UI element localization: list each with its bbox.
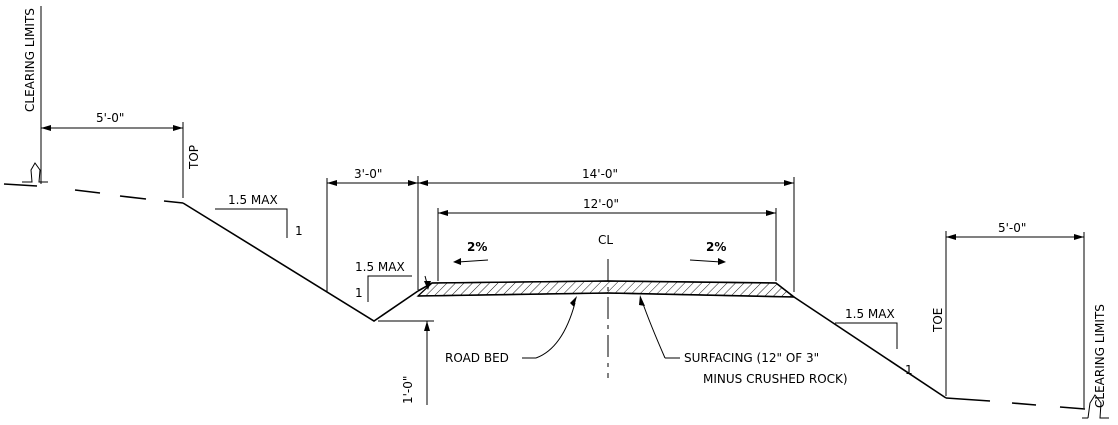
road-bed-callout: ROAD BED (445, 296, 577, 365)
original-ground-left (3, 183, 184, 204)
top-of-cut-label: TOP (187, 145, 201, 170)
surfacing-width-dimension: 12'-0" (437, 197, 777, 281)
svg-text:MINUS CRUSHED ROCK): MINUS CRUSHED ROCK) (703, 372, 848, 386)
toe-of-fill-label: TOE (931, 308, 945, 333)
road-bed-line (417, 292, 609, 297)
right-clearing-dimension: 5'-0" TOE (931, 221, 1084, 396)
left-clearing-dimension: 5'-0" TOP (41, 111, 201, 198)
ditch-slope-ratio: 1.5 MAX 1 (355, 260, 431, 302)
svg-text:1: 1 (355, 286, 363, 300)
stump-icon-left (22, 162, 48, 183)
svg-text:1'-0": 1'-0" (401, 376, 415, 404)
fill-slope-line (793, 296, 947, 399)
svg-text:1: 1 (295, 224, 303, 238)
svg-text:2%: 2% (706, 240, 726, 254)
original-ground-right (945, 397, 1086, 410)
svg-text:12'-0": 12'-0" (583, 197, 619, 211)
svg-text:1: 1 (905, 363, 913, 377)
svg-text:ROAD BED: ROAD BED (445, 351, 509, 365)
svg-text:1.5 MAX: 1.5 MAX (845, 307, 895, 321)
svg-text:2%: 2% (467, 240, 487, 254)
right-clearing-limit: CLEARING LIMITS (1082, 232, 1109, 419)
svg-text:3'-0": 3'-0" (354, 167, 382, 181)
cut-slope-line (182, 202, 419, 322)
clearing-limits-left-label: CLEARING LIMITS (23, 8, 37, 112)
surfacing-callout: SURFACING (12" OF 3" MINUS CRUSHED ROCK) (639, 295, 848, 386)
svg-text:SURFACING (12" OF 3": SURFACING (12" OF 3" (684, 351, 819, 365)
left-clearing-limit: CLEARING LIMITS (22, 6, 48, 184)
right-grade: 2% (689, 240, 726, 265)
ditch-depth-dimension: 1'-0" (378, 320, 434, 405)
svg-text:1.5 MAX: 1.5 MAX (355, 260, 405, 274)
svg-text:5'-0": 5'-0" (96, 111, 124, 125)
svg-text:5'-0": 5'-0" (998, 221, 1026, 235)
svg-text:14'-0": 14'-0" (582, 167, 618, 181)
fill-slope-ratio: 1.5 MAX 1 (835, 307, 913, 377)
centerline-label: CL (598, 233, 613, 247)
stump-icon-right (1082, 394, 1109, 419)
svg-text:1.5 MAX: 1.5 MAX (228, 193, 278, 207)
left-grade: 2% (453, 240, 489, 265)
ditch-dimension: 3'-0" (326, 167, 419, 292)
cut-slope-ratio: 1.5 MAX 1 (215, 193, 303, 238)
clearing-limits-right-label: CLEARING LIMITS (1093, 304, 1107, 408)
roadway-width-dimension: 14'-0" (418, 167, 795, 292)
